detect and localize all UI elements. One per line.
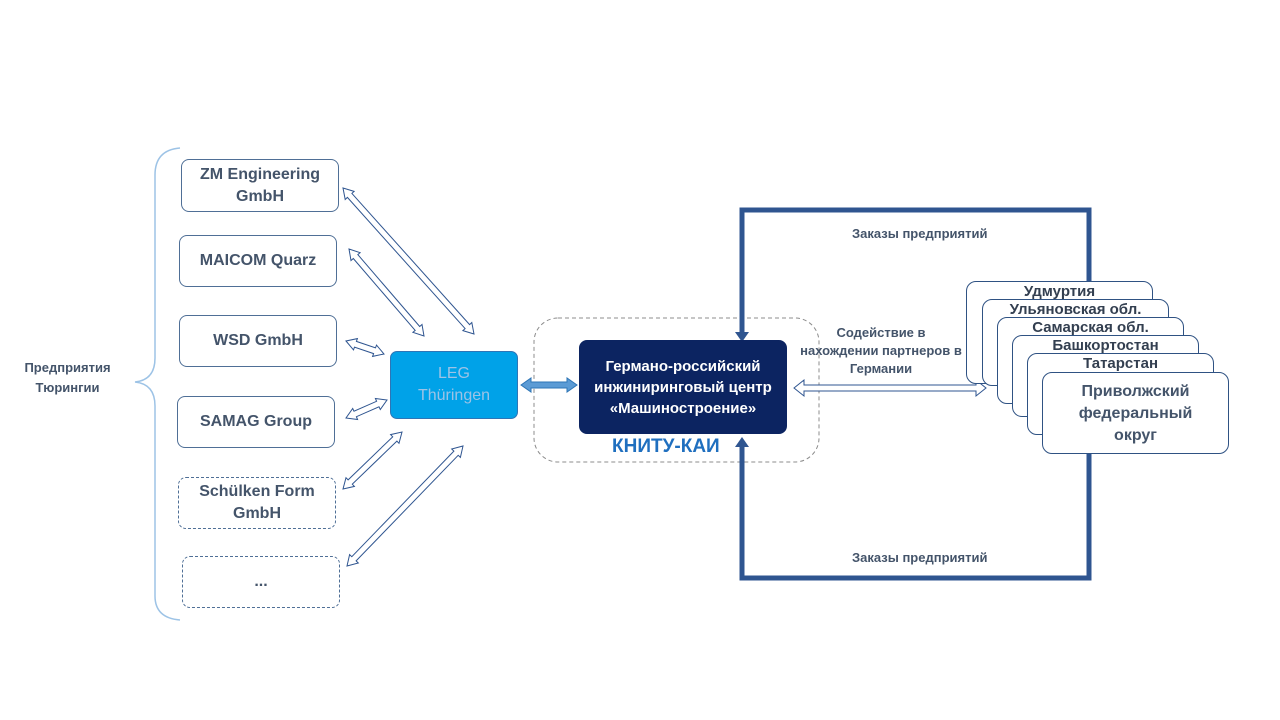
company-box-wsd-gmbh: WSD GmbH	[179, 315, 337, 367]
engineering-center-box: Германо-российский инжиниринговый центр …	[579, 340, 787, 434]
company-box-schulken-form: Schülken Form GmbH	[178, 477, 336, 529]
company-label: MAICOM Quarz	[199, 252, 317, 269]
orders-label-top: Заказы предприятий	[852, 226, 988, 241]
leg-thuringen-box: LEG Thüringen	[390, 351, 518, 419]
company-box-zm-engineering: ZM Engineering GmbH	[181, 159, 339, 212]
assistance-arrow	[793, 378, 987, 398]
loop-arrow-down	[735, 332, 749, 342]
company-box-maicom-quarz: MAICOM Quarz	[179, 235, 337, 287]
company-label: SAMAG Group	[200, 413, 312, 430]
company-leg-arrow-2	[348, 248, 425, 337]
region-label: Удмуртия	[1023, 283, 1096, 300]
company-leg-arrow-5	[342, 431, 403, 490]
left-group-label: Предприятия Тюрингии	[24, 360, 111, 395]
region-label: Ульяновская обл.	[1009, 301, 1142, 318]
region-label: Башкортостан	[1052, 337, 1159, 354]
left-brace	[134, 147, 181, 621]
kai-label: КНИТУ-КАИ	[612, 436, 720, 457]
region-card-volga-district: Приволжский федеральный округ	[1042, 372, 1229, 454]
company-box-samag-group: SAMAG Group	[177, 396, 335, 448]
company-label: Schülken Form GmbH	[199, 483, 315, 522]
orders-label-bottom: Заказы предприятий	[852, 550, 988, 565]
region-label: Самарская обл.	[1032, 319, 1149, 336]
company-label: ZM Engineering GmbH	[200, 165, 320, 205]
loop-arrow-up	[735, 437, 749, 447]
company-label: ...	[254, 573, 268, 590]
region-label: Татарстан	[1082, 355, 1159, 372]
leg-label: LEG Thüringen	[417, 365, 491, 404]
company-leg-arrow-4	[345, 397, 388, 421]
region-label: Приволжский федеральный округ	[1078, 382, 1193, 444]
company-leg-arrow-6	[346, 445, 464, 567]
company-leg-arrow-3	[345, 337, 385, 358]
assistance-label: Содействие в нахождении партнеров в Герм…	[800, 325, 962, 376]
company-leg-arrow-1	[342, 187, 475, 335]
leg-center-arrow	[520, 377, 578, 393]
company-box-more: ...	[182, 556, 340, 608]
company-label: WSD GmbH	[213, 332, 303, 349]
engineering-center-label: Германо-российский инжиниринговый центр …	[594, 357, 772, 417]
